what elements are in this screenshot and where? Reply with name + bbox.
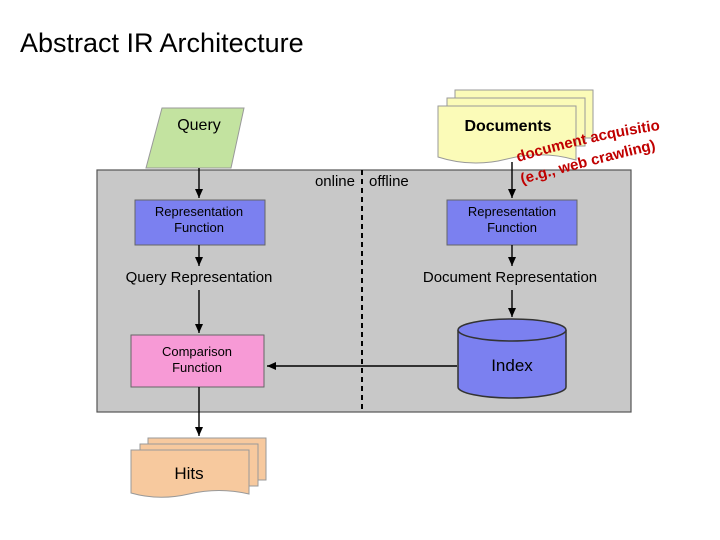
page-title: Abstract IR Architecture [20, 28, 304, 58]
hits-label: Hits [174, 464, 203, 483]
svg-text:Function: Function [174, 220, 224, 235]
index-label: Index [491, 356, 533, 375]
svg-text:Function: Function [172, 360, 222, 375]
index-database: Index [457, 318, 567, 399]
acquisition-label-line1: document acquisition [0, 0, 661, 166]
query-node: Query [145, 107, 245, 169]
query-representation-function: Representation Function [134, 199, 266, 246]
offline-label: offline [369, 173, 409, 190]
online-label: online [315, 173, 355, 190]
comparison-function: Comparison Function [130, 334, 265, 388]
documents-node: Documents [437, 89, 594, 164]
svg-text:Comparison: Comparison [162, 344, 232, 359]
hits-node: Hits [130, 437, 267, 498]
document-representation-function: Representation Function [446, 199, 578, 246]
query-representation-label: Query Representation [126, 269, 273, 286]
documents-label: Documents [464, 118, 551, 135]
document-representation-label: Document Representation [423, 269, 597, 286]
flow-arrows [195, 162, 516, 436]
svg-text:Representation: Representation [155, 204, 243, 219]
svg-text:Representation: Representation [468, 204, 556, 219]
svg-text:Function: Function [487, 220, 537, 235]
query-label: Query [177, 117, 221, 134]
